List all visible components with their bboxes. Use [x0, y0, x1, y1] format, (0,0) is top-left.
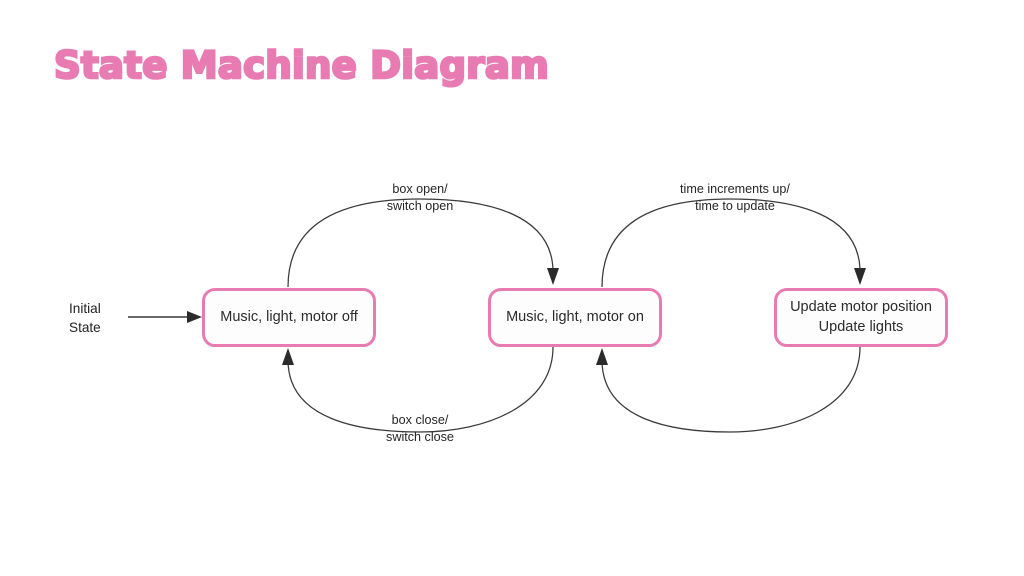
transition-off-to-on — [287, 198, 559, 288]
state-node-update-motor-position[interactable]: Update motor position Update lights — [774, 288, 948, 347]
initial-state-label: Initial State — [69, 299, 101, 338]
transition-label-line2: switch close — [386, 429, 454, 444]
transition-label-line1: time increments up/ — [680, 182, 790, 196]
arrow-head-off-to-on — [547, 268, 559, 285]
state-node-label-line2: Update lights — [818, 318, 904, 335]
transition-on-to-off — [282, 346, 554, 433]
state-node-label-line1: Update motor position — [790, 298, 932, 315]
arrow-head-on-to-update — [854, 268, 866, 285]
arrow-head-on-to-off — [282, 348, 294, 365]
initial-state-label-line2: State — [69, 320, 101, 336]
transition-label-line2: switch open — [386, 198, 454, 213]
transition-label-line1: box open/ — [392, 182, 448, 196]
transition-label-line2: time to update — [695, 198, 775, 213]
arrow-head-initial-to-off — [187, 311, 202, 323]
transition-on-to-update — [601, 198, 866, 288]
transition-label-on-to-off: box close/ switch close — [330, 412, 510, 445]
state-node-music-light-motor-on[interactable]: Music, light, motor on — [488, 288, 662, 347]
transition-label-line1: box close/ — [391, 413, 449, 427]
state-node-label: Music, light, motor on — [506, 308, 644, 325]
transition-label-on-to-update: time increments up/ time to update — [635, 181, 835, 214]
arrow-head-update-to-on — [596, 348, 608, 365]
edge-line-update-to-on — [601, 346, 861, 433]
state-node-label: Music, light, motor off — [220, 308, 358, 325]
edge-line-off-to-on — [287, 198, 554, 288]
transition-initial-to-off — [128, 311, 202, 323]
transition-label-off-to-on: box open/ switch open — [330, 181, 510, 214]
transition-update-to-on — [596, 346, 861, 433]
edge-line-on-to-update — [601, 198, 861, 288]
state-node-music-light-motor-off[interactable]: Music, light, motor off — [202, 288, 376, 347]
page-title: State Machine Diagram — [53, 43, 550, 89]
state-node-label-group: Update motor position Update lights — [782, 298, 940, 337]
initial-state-label-line1: Initial — [69, 301, 101, 316]
edge-line-on-to-off — [287, 346, 554, 433]
